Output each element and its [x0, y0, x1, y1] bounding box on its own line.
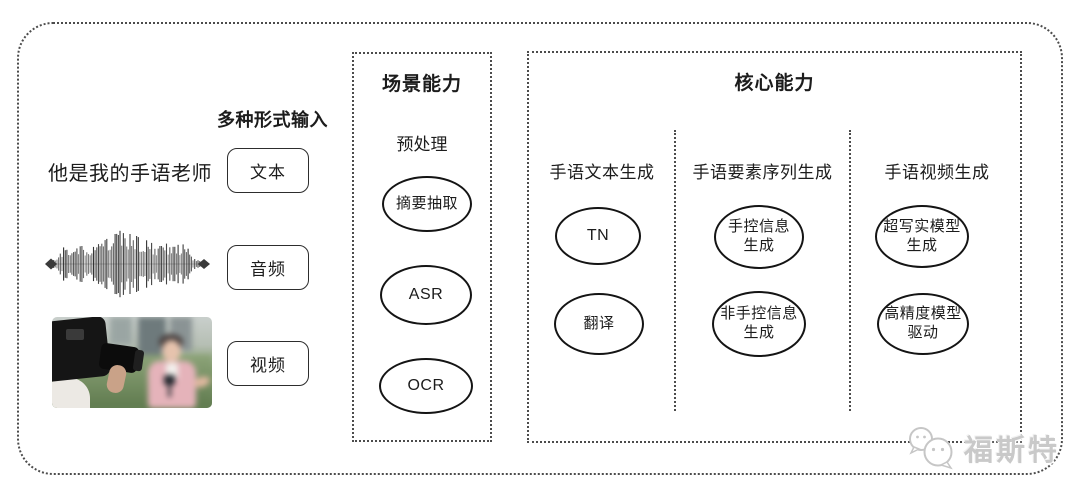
- input-section-title: 多种形式输入: [217, 110, 328, 130]
- core-capability-title: 核心能力: [734, 73, 815, 94]
- column-divider-2: [849, 130, 851, 411]
- input-mode-video-label: 视频: [250, 356, 286, 375]
- input-mode-audio-box: 音频: [227, 245, 309, 290]
- node-asr: ASR: [380, 265, 472, 325]
- node-tn: TN: [555, 207, 641, 265]
- audio-waveform-graphic: [45, 228, 210, 300]
- input-mode-audio-label: 音频: [250, 260, 286, 279]
- node-non-manual-info-generation: 非手控信息 生成: [712, 291, 806, 357]
- node-summary-extraction: 摘要抽取: [382, 176, 472, 232]
- column-header-text-generation: 手语文本生成: [549, 163, 655, 182]
- column-header-video-generation: 手语视频生成: [884, 163, 990, 182]
- input-mode-text-box: 文本: [227, 148, 309, 193]
- node-manual-info-generation: 手控信息 生成: [714, 205, 804, 269]
- node-translation: 翻译: [554, 293, 644, 355]
- sample-sentence-text: 他是我的手语老师: [48, 163, 212, 185]
- node-ocr: OCR: [379, 358, 473, 414]
- outer-dotted-border: [17, 22, 1063, 475]
- scene-capability-title: 场景能力: [381, 74, 462, 95]
- chat-bubbles-mascot-icon: [909, 427, 953, 470]
- column-divider-1: [674, 130, 676, 411]
- column-header-element-sequence-generation: 手语要素序列生成: [692, 163, 833, 182]
- core-capability-box: 核心能力 手语文本生成 手语要素序列生成 手语视频生成 TN 翻译 手控信息 生…: [527, 51, 1022, 443]
- scene-capability-box: 场景能力 预处理 摘要抽取 ASR OCR: [352, 52, 492, 442]
- watermark: 福斯特: [904, 424, 1060, 472]
- node-hyperrealistic-model-generation: 超写实模型 生成: [875, 205, 969, 268]
- microphone-icon: [164, 375, 175, 385]
- input-mode-text-label: 文本: [250, 163, 286, 182]
- preprocess-label: 预处理: [396, 135, 448, 154]
- video-frame-image: [52, 317, 212, 408]
- input-mode-video-box: 视频: [227, 341, 309, 386]
- node-high-precision-model-driving: 高精度模型 驱动: [877, 293, 969, 355]
- watermark-brand-text: 福斯特: [964, 435, 1061, 467]
